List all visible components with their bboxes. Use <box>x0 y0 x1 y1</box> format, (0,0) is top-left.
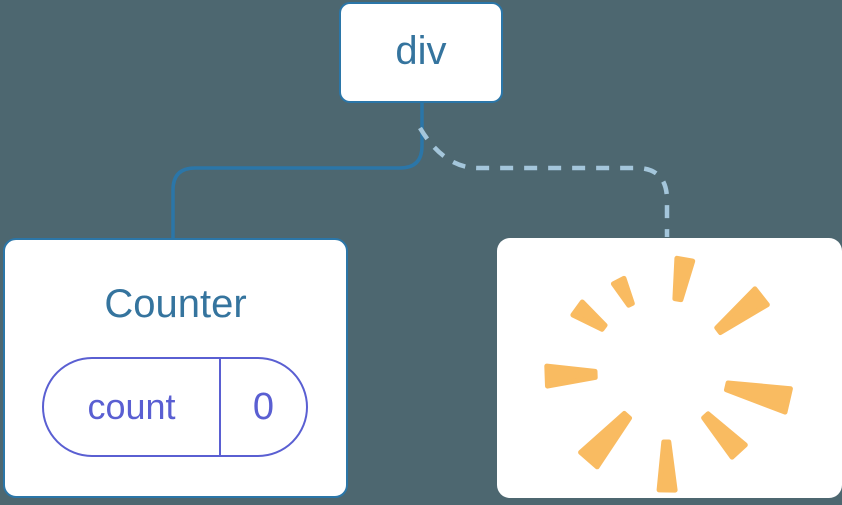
root-node-div: div <box>339 2 503 103</box>
state-key-label: count <box>44 359 221 455</box>
counter-node: Counter count 0 <box>3 238 348 498</box>
state-value-label: 0 <box>252 385 275 428</box>
dashed-connector-line <box>418 126 670 237</box>
counter-node-title: Counter <box>104 282 247 326</box>
root-node-label: div <box>395 28 447 73</box>
removed-node <box>497 238 842 498</box>
poof-icon <box>544 255 793 493</box>
solid-connector-line <box>171 103 424 238</box>
state-pill: count 0 <box>42 357 308 457</box>
